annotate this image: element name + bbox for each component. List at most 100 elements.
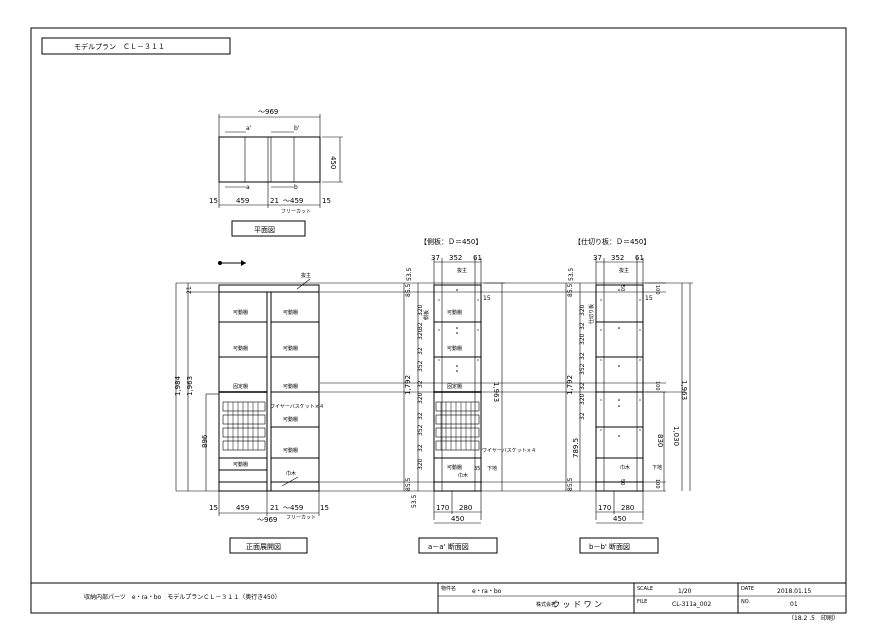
pitch-a-2: 320	[417, 328, 424, 340]
sheet-border	[30, 27, 847, 614]
pitch-b-0: 320	[579, 304, 586, 316]
front-dim-21: 21	[186, 286, 193, 294]
section-b-dim-1030: 1,030	[672, 426, 680, 446]
title-file-label: FILE	[637, 599, 647, 605]
pitch-b-2: 320	[579, 333, 586, 345]
section-b-dim-85-5-bot: 85.5	[567, 477, 574, 491]
title-block: 収納内部パーツ e・ra・bo モデルプランＣＬ－３１１（奥行き450） 物件名…	[31, 582, 846, 622]
front-elevation: 21 1,984 1,963 896	[174, 272, 329, 554]
section-a: 【側板：Ｄ＝450】 37 352 61	[403, 237, 536, 554]
title-project-label: 物件名	[441, 585, 456, 592]
title-date: 2018.01.15	[777, 588, 812, 595]
section-b-dim-61: 61	[635, 254, 644, 262]
title-revision: （18.2 .5 印刷）	[788, 614, 839, 622]
front-dim-896: 896	[201, 434, 209, 448]
pitch-b-4: 352	[579, 363, 586, 375]
plan-caption: 平面図	[254, 226, 275, 234]
section-a-pitch-list: 320 32 320 32 352 32 320 32 352 32 320	[417, 304, 424, 470]
pitch-b-7: 32	[579, 412, 586, 420]
pitch-b-1: 32	[579, 322, 586, 330]
section-a-dim-1792: 1,792	[404, 375, 412, 395]
section-a-label-side: 側板	[423, 310, 430, 320]
section-a-dim-85-5-bot: 85.5	[405, 477, 412, 491]
plan-dim-459: 459	[236, 197, 249, 205]
section-a-dim-53-5-bot: 53.5	[411, 494, 418, 508]
plan-view: ～969 a' b' 450 a b 15 459 21 ～459 15	[209, 108, 343, 237]
section-a-caption: a－a' 断面図	[428, 542, 469, 551]
section-b-dim-280: 280	[621, 504, 634, 512]
section-b-dim-830: 830	[656, 434, 664, 447]
front-shelf-8: 可動棚	[233, 461, 248, 468]
section-a-dim-450: 450	[451, 515, 464, 523]
pitch-a-6: 320	[417, 392, 424, 404]
section-b-pitch-list: 320 32 320 32 352 32 320 32	[579, 304, 586, 420]
model-title: モデルプラン ＣＬ－３１１	[74, 42, 165, 51]
pitch-a-8: 352	[417, 424, 424, 436]
plan-width-dim: ～969	[258, 108, 278, 116]
front-shelf-5: 可動棚	[283, 383, 298, 390]
section-a-dim-53-5-top: 53.5	[406, 267, 413, 281]
section-a-shelf-1: 可動棚	[447, 309, 462, 316]
front-dim-1984: 1,984	[174, 375, 182, 396]
front-label-kanagu: 抜主	[301, 272, 311, 279]
title-date-label: DATE	[741, 586, 754, 592]
section-a-dim-280: 280	[459, 504, 472, 512]
section-a-dim-15: 15	[483, 295, 491, 302]
direction-arrow	[218, 260, 246, 266]
section-a-baskets	[435, 401, 480, 451]
section-a-dim-1963: 1,963	[492, 382, 500, 402]
section-a-shelf-fixed: 固定棚	[447, 383, 462, 390]
plan-mark-b-bottom: b	[294, 184, 298, 191]
section-b-dim-50a: 50	[619, 285, 625, 291]
front-shelf-4: 可動棚	[283, 345, 298, 352]
front-kickplate: 巾木	[286, 470, 296, 477]
front-dim-15b: 15	[320, 504, 329, 512]
pitch-a-4: 352	[417, 360, 424, 372]
plan-mark-a-bottom: a	[246, 184, 250, 191]
model-title-box: モデルプラン ＣＬ－３１１	[41, 37, 231, 55]
section-a-wire-basket: ワイヤーバスケット×４	[482, 447, 536, 454]
section-a-shelf-2: 可動棚	[447, 345, 462, 352]
section-b: 【仕切り板：Ｄ＝450】 37 352 61	[565, 237, 693, 554]
plan-mark-a-top: a'	[246, 125, 252, 132]
front-dim-21b: 21	[270, 504, 279, 512]
section-b-kickplate: 巾木	[620, 464, 630, 471]
title-scale: 1/20	[678, 588, 692, 595]
pitch-b-3: 32	[579, 352, 586, 360]
title-description: 収納内部パーツ e・ra・bo モデルプランＣＬ－３１１（奥行き450）	[84, 593, 281, 601]
section-a-header: 【側板：Ｄ＝450】	[420, 237, 482, 246]
section-b-dim-450: 450	[613, 515, 626, 523]
plan-dim-free: ～459	[283, 197, 303, 205]
title-scale-label: SCALE	[637, 586, 653, 592]
pitch-b-6: 320	[579, 393, 586, 405]
section-a-kickplate: 巾木	[458, 472, 468, 479]
section-a-holes	[438, 289, 479, 372]
section-b-lower: 下地	[652, 464, 662, 471]
section-b-dim-100b: 100	[654, 381, 660, 391]
section-b-caption: b－b' 断面図	[589, 542, 630, 551]
section-b-dim-15: 15	[645, 295, 653, 302]
section-a-lower: 下地	[487, 465, 497, 472]
pitch-b-5: 32	[579, 382, 586, 390]
section-a-dim-37: 37	[431, 254, 440, 262]
front-dim-969: ～969	[257, 516, 277, 524]
pitch-a-3: 32	[417, 347, 424, 355]
section-b-dim-50b: 50	[619, 479, 625, 485]
wire-baskets	[222, 401, 266, 451]
section-b-dim-789-5: 789.5	[572, 438, 580, 458]
section-b-label-partition: 仕切り板	[588, 304, 595, 324]
front-dim-free: ～459	[283, 504, 303, 512]
section-a-shelf-3: 可動棚	[447, 464, 462, 471]
front-free-cut: フリーカット	[286, 515, 316, 521]
pitch-a-10: 320	[417, 458, 424, 470]
section-a-dim-170: 170	[436, 504, 449, 512]
plan-dim-left: 15	[209, 197, 218, 205]
plan-mark-b-top: b'	[294, 125, 300, 132]
front-dim-459: 459	[236, 504, 249, 512]
pitch-a-7: 32	[417, 412, 424, 420]
section-b-dim-1963: 1,963	[680, 380, 688, 400]
section-b-dim-1792: 1,792	[566, 375, 574, 395]
section-a-dim-61: 61	[473, 254, 482, 262]
